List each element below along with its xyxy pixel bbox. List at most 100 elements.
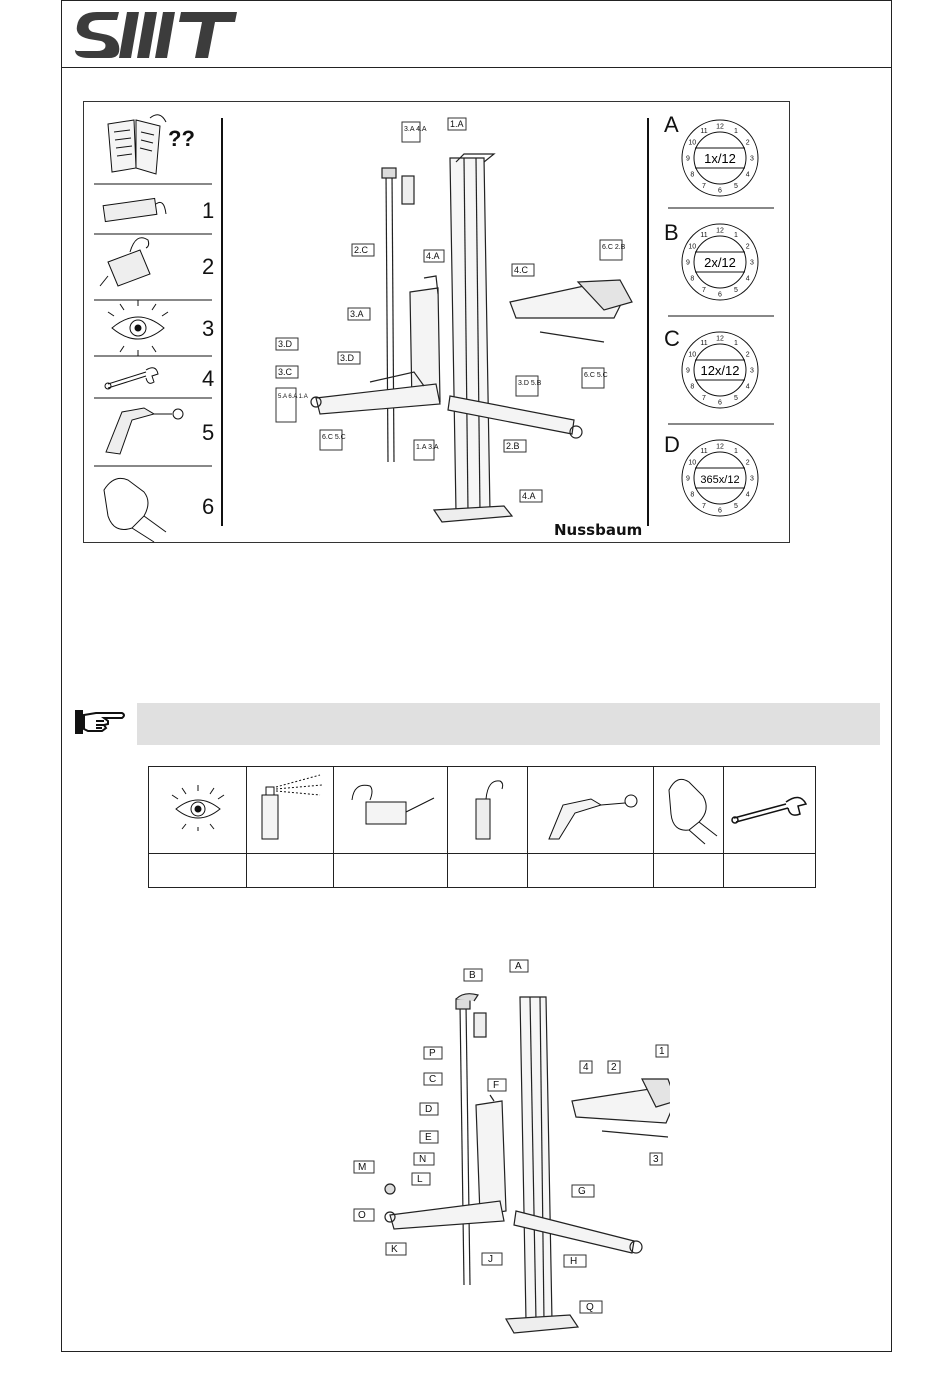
step-number-4: 4 (202, 366, 214, 391)
dial-number: 12 (716, 336, 724, 343)
step-number-3: 3 (202, 316, 214, 341)
callout-6C-5C-left: 6.C 5.C (322, 434, 346, 441)
dial-number: 10 (688, 460, 696, 467)
oil-can-icon (351, 784, 435, 824)
dial-number: 5 (734, 395, 738, 402)
dial-number: 10 (688, 244, 696, 251)
tool-cell-glove (652, 766, 725, 854)
dial-number: 7 (702, 395, 706, 402)
part-label-L: L (417, 1174, 423, 1185)
dial-number: 2 (746, 460, 750, 467)
interval-letter-A: A (664, 112, 679, 137)
wrench-icon (104, 367, 159, 390)
tool-label-5 (652, 853, 725, 888)
dial-number: 10 (688, 352, 696, 359)
tool-label-4 (526, 853, 654, 888)
note-text-bar (137, 703, 880, 745)
air-gun-icon (548, 794, 638, 839)
dial-number: 11 (700, 128, 707, 135)
part-label-C: C (429, 1074, 436, 1085)
dial-number: 4 (746, 172, 750, 179)
tool-cell-spray (246, 766, 334, 854)
oil-can-icon (99, 237, 151, 287)
interval-text-A: 1x/12 (704, 151, 736, 166)
question-marks: ?? (168, 126, 195, 151)
smt-logo (75, 12, 237, 58)
part-label-P: P (429, 1048, 436, 1059)
eye-icon (107, 300, 169, 356)
callout-3D: 3.D (340, 353, 355, 363)
callout-5A-6A-1A: 5.A 6.A 1.A (278, 394, 308, 400)
callout-4A-base: 4.A (522, 491, 536, 501)
dial-number: 4 (746, 384, 750, 391)
lift-drawing (310, 153, 633, 523)
dial-number: 8 (690, 384, 694, 391)
dial-number: 6 (718, 292, 722, 299)
interval-B: B 2x/12 (664, 220, 759, 301)
interval-A: A 1x/12 (664, 112, 759, 197)
part-label-F: F (493, 1080, 499, 1091)
part-label-D: D (425, 1104, 432, 1115)
callout-4A-top: 4.A (426, 251, 440, 261)
interval-text-D: 365x/12 (700, 474, 739, 486)
callout-6C-5C-right: 6.C 5.C (584, 372, 608, 379)
interval-D: D 365x/12 (664, 432, 759, 517)
step-number-1: 1 (202, 198, 214, 223)
interval-text-C: 12x/12 (700, 363, 739, 378)
dial-number: 11 (700, 340, 707, 347)
dial-number: 2 (746, 140, 750, 147)
nussbaum-brand: Nussbaum (554, 521, 642, 539)
tool-label-1 (246, 853, 334, 888)
interval-letter-C: C (664, 326, 680, 351)
grease-tube-icon (102, 197, 167, 223)
page-header (61, 0, 892, 68)
dial-number: 10 (688, 140, 696, 147)
lift-parts-drawing (384, 993, 679, 1334)
dial-number: 5 (734, 183, 738, 190)
dial-number: 1 (734, 232, 738, 239)
step-number-6: 6 (202, 494, 214, 519)
spray-can-icon (261, 774, 322, 839)
part-label-O: O (358, 1210, 366, 1221)
callout-6C-2B: 6.C 2.B (602, 244, 626, 251)
callout-3C: 3.C (278, 367, 293, 377)
page-frame (61, 0, 892, 1352)
glove-icon (668, 778, 717, 844)
part-label-H: H (570, 1256, 577, 1267)
dial-number: 9 (686, 368, 690, 375)
callout-3A-4A: 3.A 4.A (404, 126, 427, 133)
air-gun-icon (105, 407, 184, 455)
part-label-M: M (358, 1162, 366, 1173)
dial-number: 6 (718, 188, 722, 195)
dial-number: 1 (734, 448, 738, 455)
interval-letter-D: D (664, 432, 680, 457)
dial-number: 9 (686, 476, 690, 483)
interval-letter-B: B (664, 220, 679, 245)
dial-number: 6 (718, 400, 722, 407)
dial-number: 5 (734, 287, 738, 294)
dial-number: 3 (750, 156, 754, 163)
callout-3D-left: 3.D (278, 339, 293, 349)
part-label-B: B (469, 970, 476, 981)
eye-icon (171, 784, 224, 831)
manual-icon (107, 114, 167, 175)
dial-number: 1 (734, 128, 738, 135)
interval-text-B: 2x/12 (704, 255, 736, 270)
part-label-K: K (391, 1244, 398, 1255)
callout-3D-5B: 3.D 5.B (518, 380, 542, 387)
dial-number: 4 (746, 492, 750, 499)
part-label-N: N (419, 1154, 426, 1165)
dial-number: 12 (716, 124, 724, 131)
dial-number: 6 (718, 508, 722, 515)
tool-cell-airgun (526, 766, 654, 854)
part-label-2: 2 (611, 1062, 617, 1073)
tool-cell-grease (447, 766, 528, 854)
part-label-4: 4 (583, 1062, 589, 1073)
tool-cell-eye (147, 766, 248, 854)
callout-2C: 2.C (354, 245, 369, 255)
dial-number: 4 (746, 276, 750, 283)
dial-number: 3 (750, 260, 754, 267)
note-block (72, 703, 880, 745)
wrench-icon (730, 796, 807, 824)
part-label-J: J (488, 1254, 493, 1265)
